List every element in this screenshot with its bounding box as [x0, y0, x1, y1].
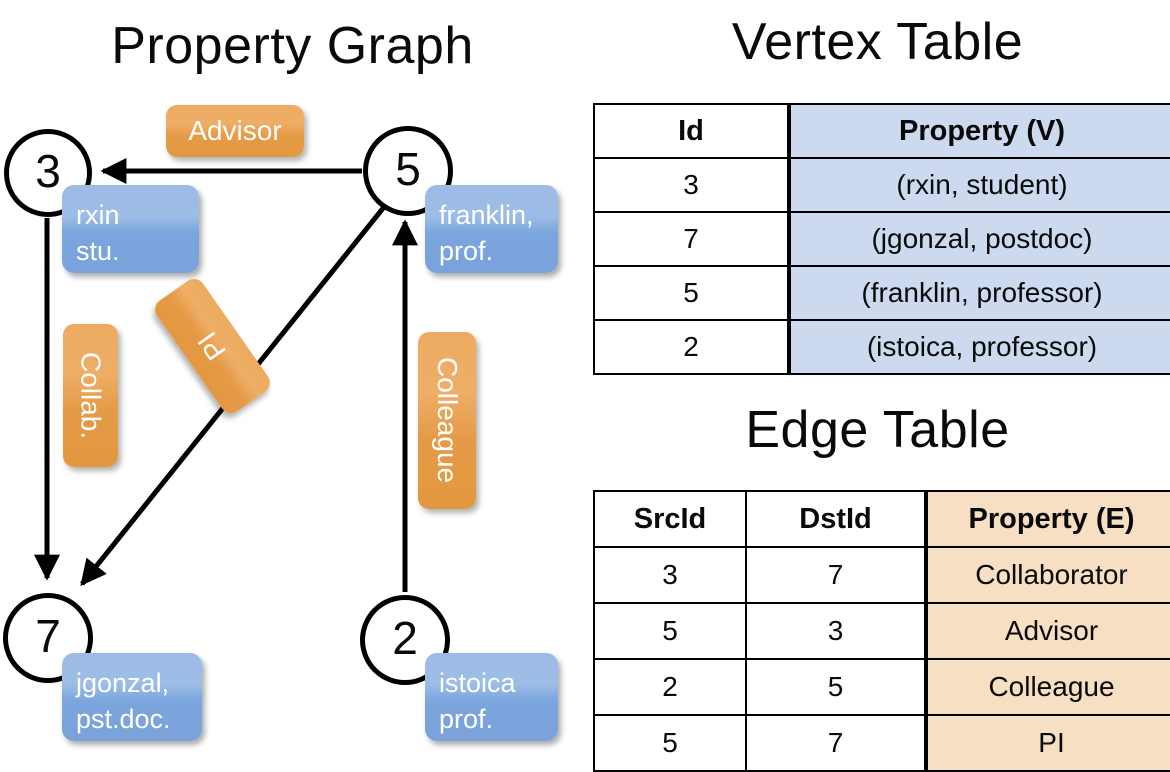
vertex-table-cell-id: 3 [593, 157, 790, 213]
property-graph-diagram: 3 5 7 2 rxin stu. franklin, prof. jgonza… [0, 0, 585, 760]
vertex-table-cell-id: 7 [593, 211, 790, 267]
graph-node-3-label: 3 [35, 145, 61, 197]
edge-table-cell-srcid: 3 [593, 546, 747, 604]
edge-label-pi-text: PI [191, 326, 233, 367]
graph-node-2-label: 2 [392, 612, 418, 664]
edge-table-cell-property: Colleague [924, 658, 1170, 716]
vertex-property-box-7: jgonzal, pst.doc. [62, 653, 202, 741]
vertex-table-header-property: Property (V) [787, 103, 1170, 159]
edge-label-colleague: Colleague [418, 332, 476, 509]
edge-table-header-dstid: DstId [745, 490, 927, 548]
vertex-table-cell-property: (rxin, student) [787, 157, 1170, 213]
table-row: 7 (jgonzal, postdoc) [593, 211, 1170, 267]
edge-table-cell-srcid: 2 [593, 658, 747, 716]
page-title-edge-table: Edge Table [745, 401, 1010, 459]
table-row: 5 3 Advisor [593, 602, 1170, 660]
table-row: 2 (istoica, professor) [593, 319, 1170, 375]
vertex-property-line: prof. [439, 236, 494, 266]
table-row: 3 7 Collaborator [593, 546, 1170, 604]
edge-table-cell-dstid: 7 [745, 714, 927, 772]
vertex-property-line: istoica [439, 668, 516, 698]
edge-table: SrcId DstId Property (E) 3 7 Collaborato… [593, 490, 1170, 772]
vertex-table: Id Property (V) 3 (rxin, student) 7 (jgo… [593, 103, 1170, 375]
vertex-property-line: jgonzal, [76, 668, 170, 698]
edge-label-colleague-text: Colleague [432, 357, 463, 484]
edge-table-header-property: Property (E) [924, 490, 1170, 548]
vertex-property-box-2: istoica prof. [425, 653, 558, 741]
vertex-property-line: franklin, [439, 200, 534, 230]
edge-label-collab: Collab. [63, 324, 118, 467]
edge-table-cell-dstid: 5 [745, 658, 927, 716]
vertex-property-line: rxin [76, 200, 120, 230]
edge-table-cell-property: Advisor [924, 602, 1170, 660]
edge-table-cell-dstid: 3 [745, 602, 927, 660]
edge-table-cell-property: Collaborator [924, 546, 1170, 604]
table-row: 3 (rxin, student) [593, 157, 1170, 213]
edge-label-collab-text: Collab. [75, 351, 107, 440]
vertex-property-line: prof. [439, 704, 494, 734]
table-header-row: SrcId DstId Property (E) [593, 490, 1170, 548]
vertex-property-box-3: rxin stu. [62, 185, 199, 273]
table-row: 5 (franklin, professor) [593, 265, 1170, 321]
edge-table-cell-property: PI [924, 714, 1170, 772]
edge-table-cell-srcid: 5 [593, 602, 747, 660]
vertex-table-cell-id: 2 [593, 319, 790, 375]
vertex-table-cell-property: (istoica, professor) [787, 319, 1170, 375]
vertex-table-cell-property: (franklin, professor) [787, 265, 1170, 321]
vertex-table-cell-id: 5 [593, 265, 790, 321]
edge-label-advisor: Advisor [166, 105, 304, 157]
graph-node-2[interactable]: 2 [360, 595, 450, 685]
vertex-property-line: pst.doc. [76, 704, 171, 734]
vertex-property-box-5: franklin, prof. [425, 185, 558, 273]
graph-node-7-label: 7 [35, 610, 61, 662]
edge-table-cell-dstid: 7 [745, 546, 927, 604]
page-title-property-graph: Property Graph [111, 17, 474, 75]
table-header-row: Id Property (V) [593, 103, 1170, 159]
vertex-property-line: stu. [76, 236, 120, 266]
table-row: 2 5 Colleague [593, 658, 1170, 716]
vertex-table-cell-property: (jgonzal, postdoc) [787, 211, 1170, 267]
edge-table-header-srcid: SrcId [593, 490, 747, 548]
vertex-table-header-id: Id [593, 103, 790, 159]
edge-label-advisor-text: Advisor [188, 115, 282, 146]
table-row: 5 7 PI [593, 714, 1170, 772]
edge-table-cell-srcid: 5 [593, 714, 747, 772]
graph-node-5[interactable]: 5 [363, 126, 453, 216]
graph-node-5-label: 5 [395, 143, 421, 195]
page-title-vertex-table: Vertex Table [731, 13, 1024, 71]
